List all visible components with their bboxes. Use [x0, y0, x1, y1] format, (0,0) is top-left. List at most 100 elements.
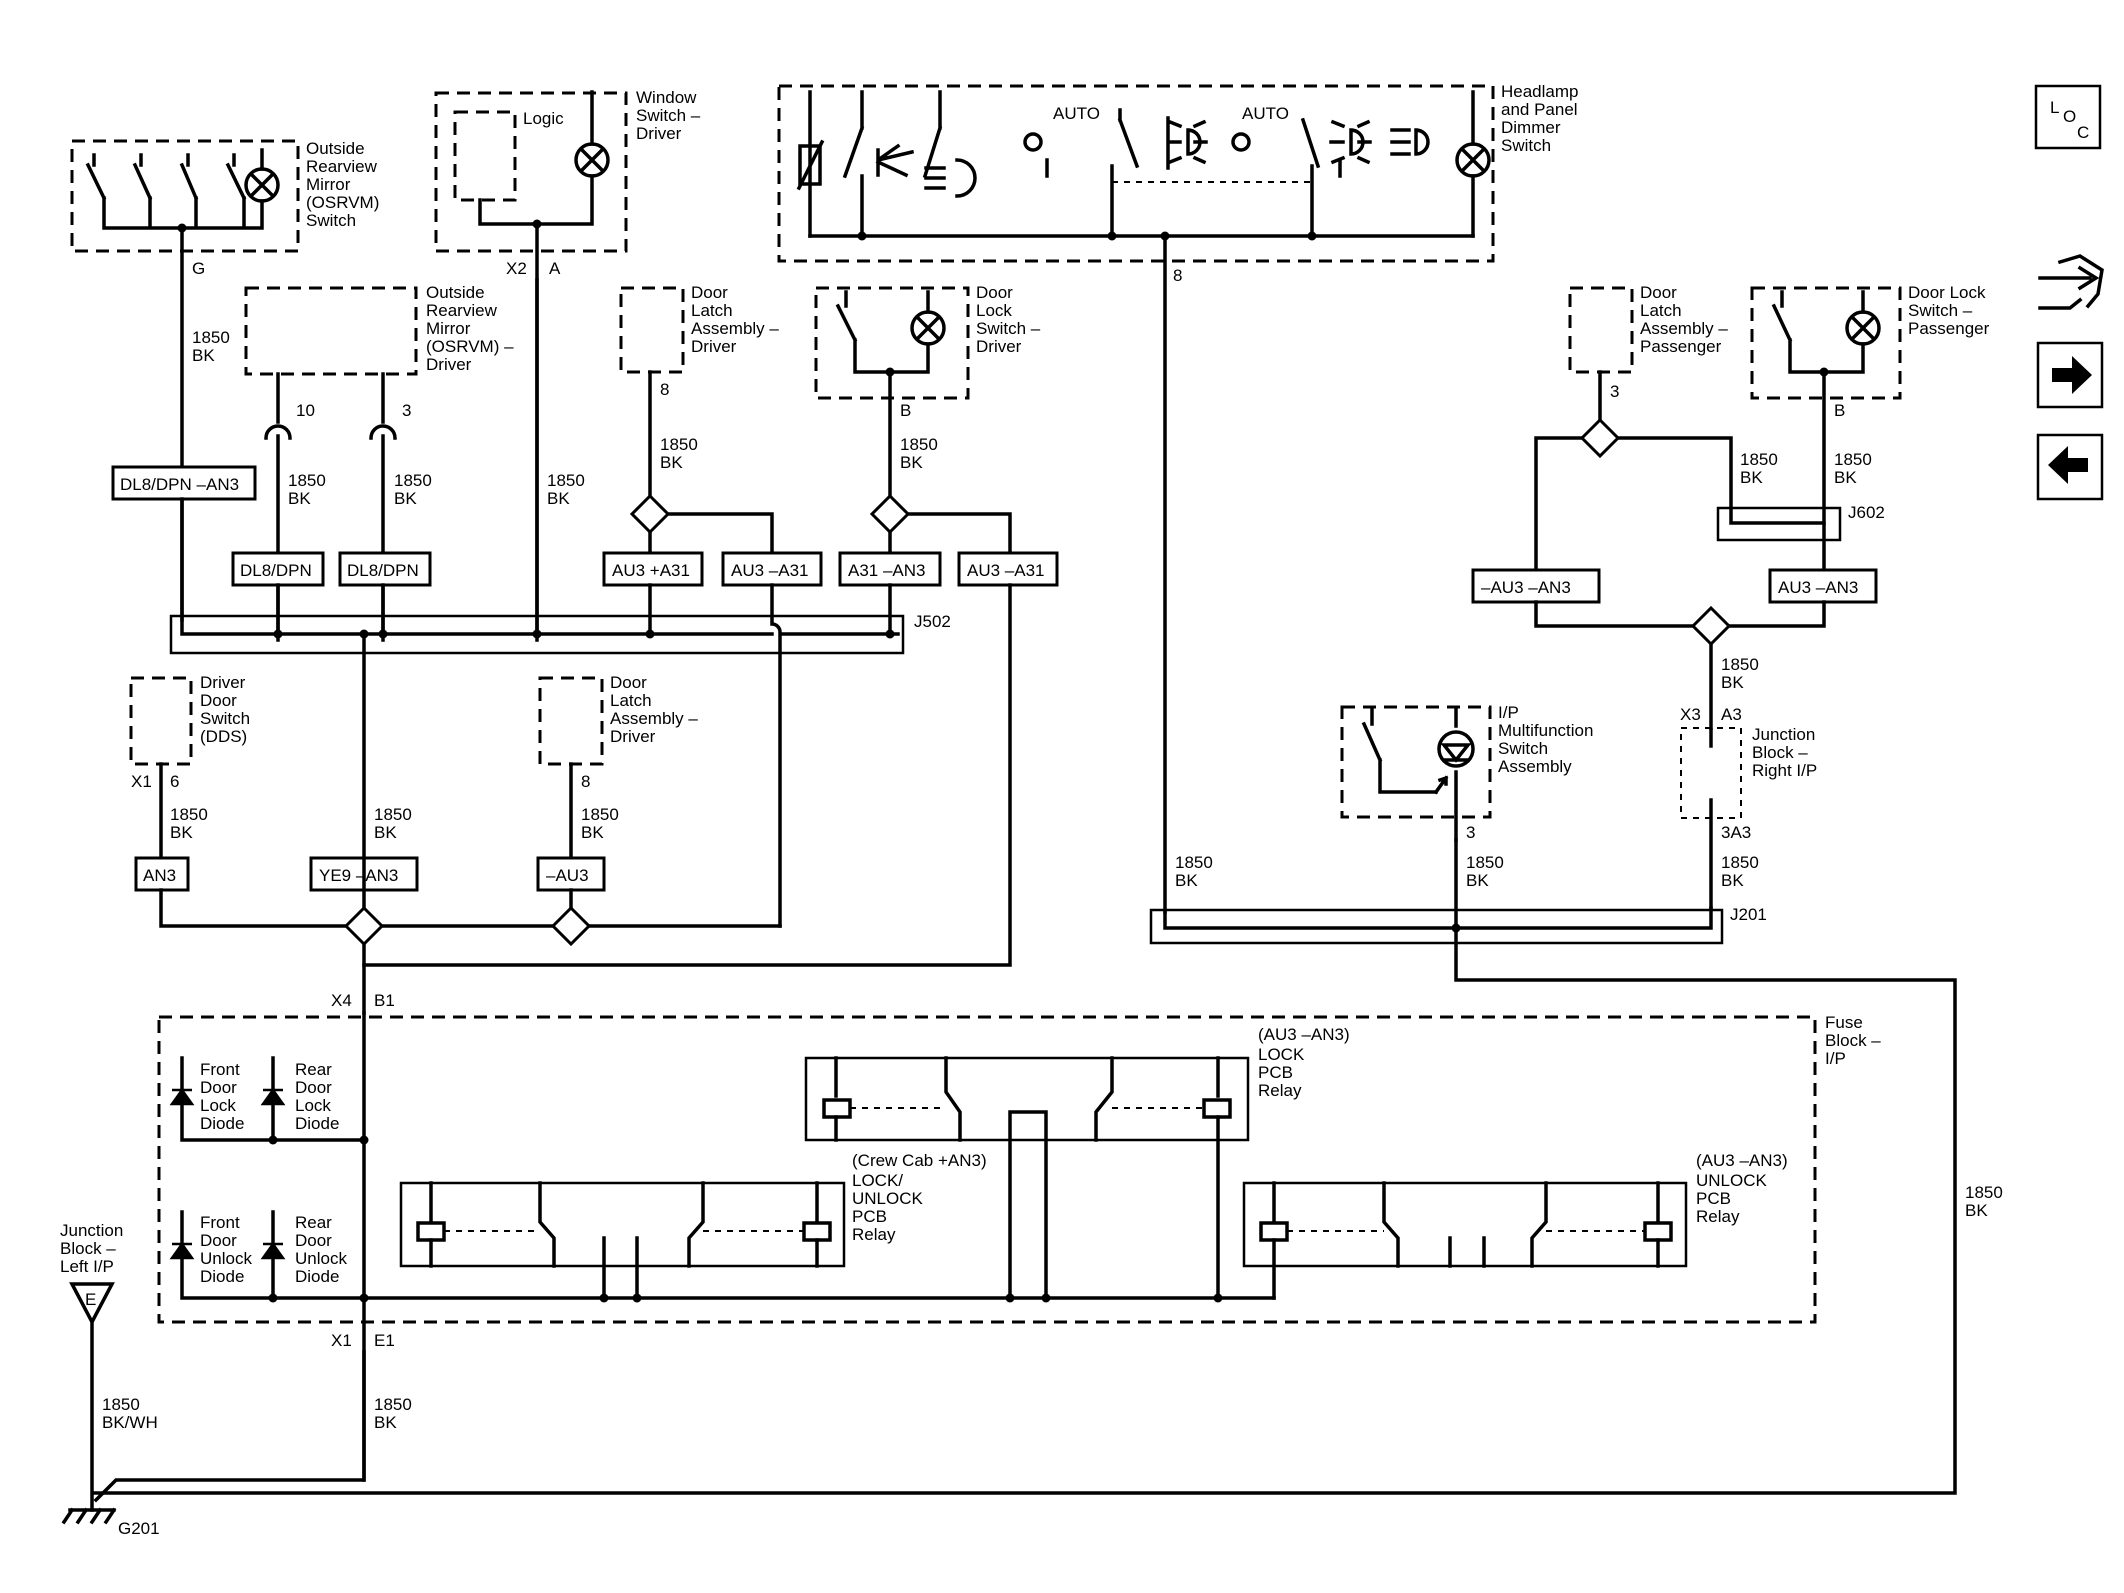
splice-diamond-mid-b [550, 905, 592, 947]
tools-icon[interactable] [2038, 254, 2104, 310]
driver-door-switch [129, 676, 193, 876]
headlamp-switch [777, 84, 1495, 914]
option-au3-an3: AU3 –AN3 [1768, 568, 1878, 604]
option-dl8-an3: DL8/DPN –AN3 [111, 465, 257, 501]
pin-3-ip: 3 [1466, 823, 1475, 842]
pin-a3: A3 [1721, 705, 1742, 724]
door-lock-switch-passenger [1750, 286, 1902, 574]
pin-8-latch-mid: 8 [581, 772, 590, 791]
pin-8-latch-top: 8 [660, 380, 669, 399]
svg-text:AU3 –A31: AU3 –A31 [967, 561, 1045, 580]
splice-j502 [169, 278, 1012, 967]
splice-diamond-lock [869, 493, 911, 535]
pin-8-headlamp: 8 [1173, 266, 1182, 285]
option-au3-ma31-b: AU3 –A31 [957, 551, 1059, 587]
svg-text:AU3 +A31: AU3 +A31 [612, 561, 690, 580]
option-au3-a31: AU3 +A31 [602, 551, 704, 587]
splice-j602 [1716, 506, 1842, 542]
door-latch-passenger [1568, 286, 1634, 422]
pin-3: 3 [402, 401, 411, 420]
arrow-right-icon[interactable] [2036, 341, 2104, 409]
loc-icon[interactable]: L O C [2034, 84, 2102, 150]
svg-text:AN3: AN3 [143, 866, 176, 885]
pin-b-lock-drv: B [900, 401, 911, 420]
door-latch-driver-top [619, 286, 685, 507]
option-dl8-a: DL8/DPN [231, 551, 325, 587]
auto-label-2: AUTO [1242, 104, 1289, 123]
pin-3a3: 3A3 [1721, 823, 1751, 842]
ground-label: G201 [118, 1519, 160, 1538]
pin-g: G [192, 259, 205, 278]
svg-text:DL8/DPN –AN3: DL8/DPN –AN3 [120, 475, 239, 494]
jb-left-pin: E [85, 1290, 96, 1309]
svg-text:AU3 –AN3: AU3 –AN3 [1778, 578, 1858, 597]
junction-block-right [1680, 727, 1742, 910]
pin-x4: X4 [331, 991, 352, 1010]
splice-j602-label: J602 [1848, 503, 1885, 522]
splice-j502-label: J502 [914, 612, 951, 631]
svg-text:YE9 –AN3: YE9 –AN3 [319, 866, 398, 885]
pin-10: 10 [296, 401, 315, 420]
option-an3: AN3 [134, 856, 190, 892]
pin-x2: X2 [506, 259, 527, 278]
window-logic: Logic [523, 109, 564, 128]
svg-text:O: O [2063, 107, 2076, 126]
pin-e1: E1 [374, 1331, 395, 1350]
svg-text:C: C [2077, 123, 2089, 142]
pin-x3: X3 [1680, 705, 1701, 724]
splice-diamond-latch [629, 493, 671, 535]
osrvm-driver [244, 286, 418, 642]
pin-6: 6 [170, 772, 179, 791]
door-lock-switch-driver [814, 286, 970, 507]
splice-j201-label: J201 [1730, 905, 1767, 924]
svg-text:L: L [2050, 98, 2059, 117]
option-mau3: –AU3 [536, 856, 606, 892]
splice-diamond-pass-latch [1579, 417, 1621, 459]
pin-3-pass: 3 [1610, 382, 1619, 401]
pin-a: A [549, 259, 561, 278]
option-dl8-b: DL8/DPN [338, 551, 432, 587]
svg-text:AU3 –A31: AU3 –A31 [731, 561, 809, 580]
pin-x1-dds: X1 [131, 772, 152, 791]
ground-g201 [61, 1350, 366, 1525]
svg-text:A31 –AN3: A31 –AN3 [848, 561, 926, 580]
pin-x1-fuse: X1 [331, 1331, 352, 1350]
arrow-left-icon[interactable] [2036, 433, 2104, 501]
fuse-block-ip [157, 1011, 1817, 1482]
splice-j201 [1149, 906, 1724, 945]
junction-block-left [69, 1282, 115, 1512]
svg-text:DL8/DPN: DL8/DPN [240, 561, 312, 580]
